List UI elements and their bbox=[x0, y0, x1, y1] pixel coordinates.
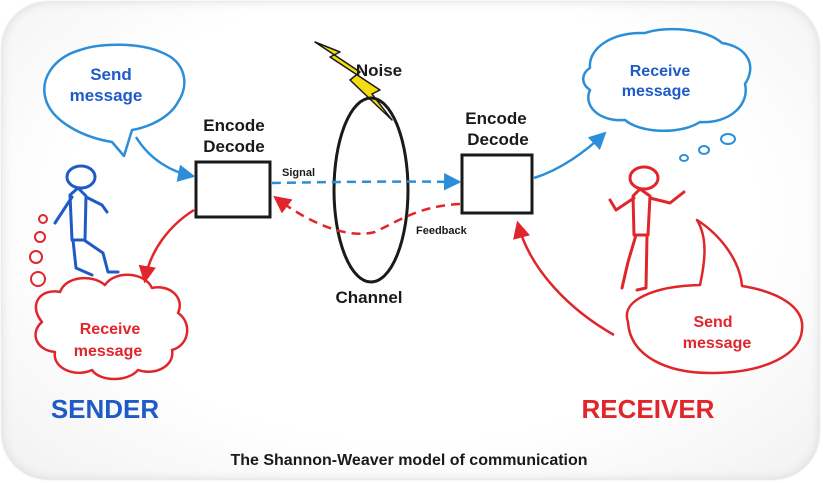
receiver-thought-dot-3 bbox=[679, 154, 689, 162]
receiver-thought-dot-2 bbox=[698, 145, 710, 155]
encoder-to-sender-arrow bbox=[138, 208, 195, 284]
decoder-to-receiver-arrow bbox=[533, 131, 607, 180]
sender-reply-bubble bbox=[34, 273, 189, 381]
sender-reply-dot-2 bbox=[34, 231, 46, 243]
sender-thought-cloud: Send message bbox=[43, 43, 186, 158]
sender-head bbox=[65, 164, 97, 190]
decoder-group: Encode Decode bbox=[460, 109, 534, 215]
receiver-right-leg bbox=[635, 233, 649, 292]
channel-label: Channel bbox=[335, 288, 402, 307]
channel-oval bbox=[332, 96, 410, 284]
sender-thought-line-2: message bbox=[70, 86, 143, 105]
signal-group: Signal bbox=[271, 167, 462, 191]
encoder-box bbox=[194, 160, 272, 219]
sender-thought-bubble bbox=[43, 43, 186, 158]
noise-label: Noise bbox=[356, 61, 402, 80]
sender-left-leg bbox=[71, 238, 94, 277]
channel-group: Channel bbox=[332, 96, 410, 307]
receiver-body bbox=[631, 187, 652, 237]
sender-reply-dot-3 bbox=[29, 250, 43, 264]
receiver-thought-line-2: message bbox=[622, 83, 691, 100]
sender-reply-line-2: message bbox=[74, 343, 143, 360]
encoder-label-line-1: Encode bbox=[203, 116, 264, 135]
receiver-reply-bubble bbox=[625, 218, 804, 375]
receiver-reply-line-2: message bbox=[683, 335, 752, 352]
receiver-thought-line-1: Receive bbox=[630, 63, 691, 80]
signal-arrow bbox=[271, 173, 462, 191]
sender-left-arm bbox=[53, 195, 74, 225]
receiver-thought-dot-1 bbox=[720, 133, 736, 145]
receiver-left-leg bbox=[620, 233, 638, 290]
sender-body bbox=[68, 186, 88, 242]
decoder-label-line-1: Encode bbox=[465, 109, 526, 128]
sender-reply-dot-4 bbox=[30, 271, 46, 287]
caption: The Shannon-Weaver model of communicatio… bbox=[230, 452, 587, 469]
receiver-head bbox=[628, 165, 660, 191]
receiver-reply-cloud: Send message bbox=[625, 218, 804, 375]
sender-reply-line-1: Receive bbox=[80, 321, 141, 338]
receiver-to-decoder-arrow bbox=[513, 220, 615, 337]
receiver-reply-line-1: Send bbox=[693, 314, 732, 331]
signal-label: Signal bbox=[282, 167, 315, 179]
noise-group: Noise bbox=[314, 41, 402, 121]
encoder-label-line-2: Decode bbox=[203, 137, 264, 156]
receiver-thought-bubble bbox=[582, 27, 752, 132]
sender-reply-cloud: Receive message bbox=[29, 214, 189, 381]
sender-reply-dot-1 bbox=[38, 214, 48, 224]
receiver-figure bbox=[608, 165, 686, 292]
lightning-bolt-icon bbox=[314, 41, 393, 121]
encoder-group: Encode Decode bbox=[194, 116, 272, 219]
sender-figure bbox=[53, 164, 120, 277]
sender-label: SENDER bbox=[51, 394, 160, 424]
receiver-thought-cloud: Receive message bbox=[582, 27, 752, 162]
feedback-group: Feedback bbox=[273, 195, 468, 237]
decoder-label-line-2: Decode bbox=[467, 130, 528, 149]
sender-thought-line-1: Send bbox=[90, 65, 132, 84]
sender-right-leg bbox=[82, 238, 120, 274]
sender-right-arm bbox=[84, 195, 109, 214]
receiver-right-arm bbox=[648, 190, 686, 205]
feedback-arrow bbox=[273, 195, 461, 235]
decoder-box bbox=[460, 153, 534, 215]
receiver-label: RECEIVER bbox=[582, 394, 715, 424]
feedback-label: Feedback bbox=[416, 225, 468, 237]
receiver-left-arm bbox=[608, 196, 636, 212]
sender-to-encoder-arrow bbox=[134, 136, 196, 182]
